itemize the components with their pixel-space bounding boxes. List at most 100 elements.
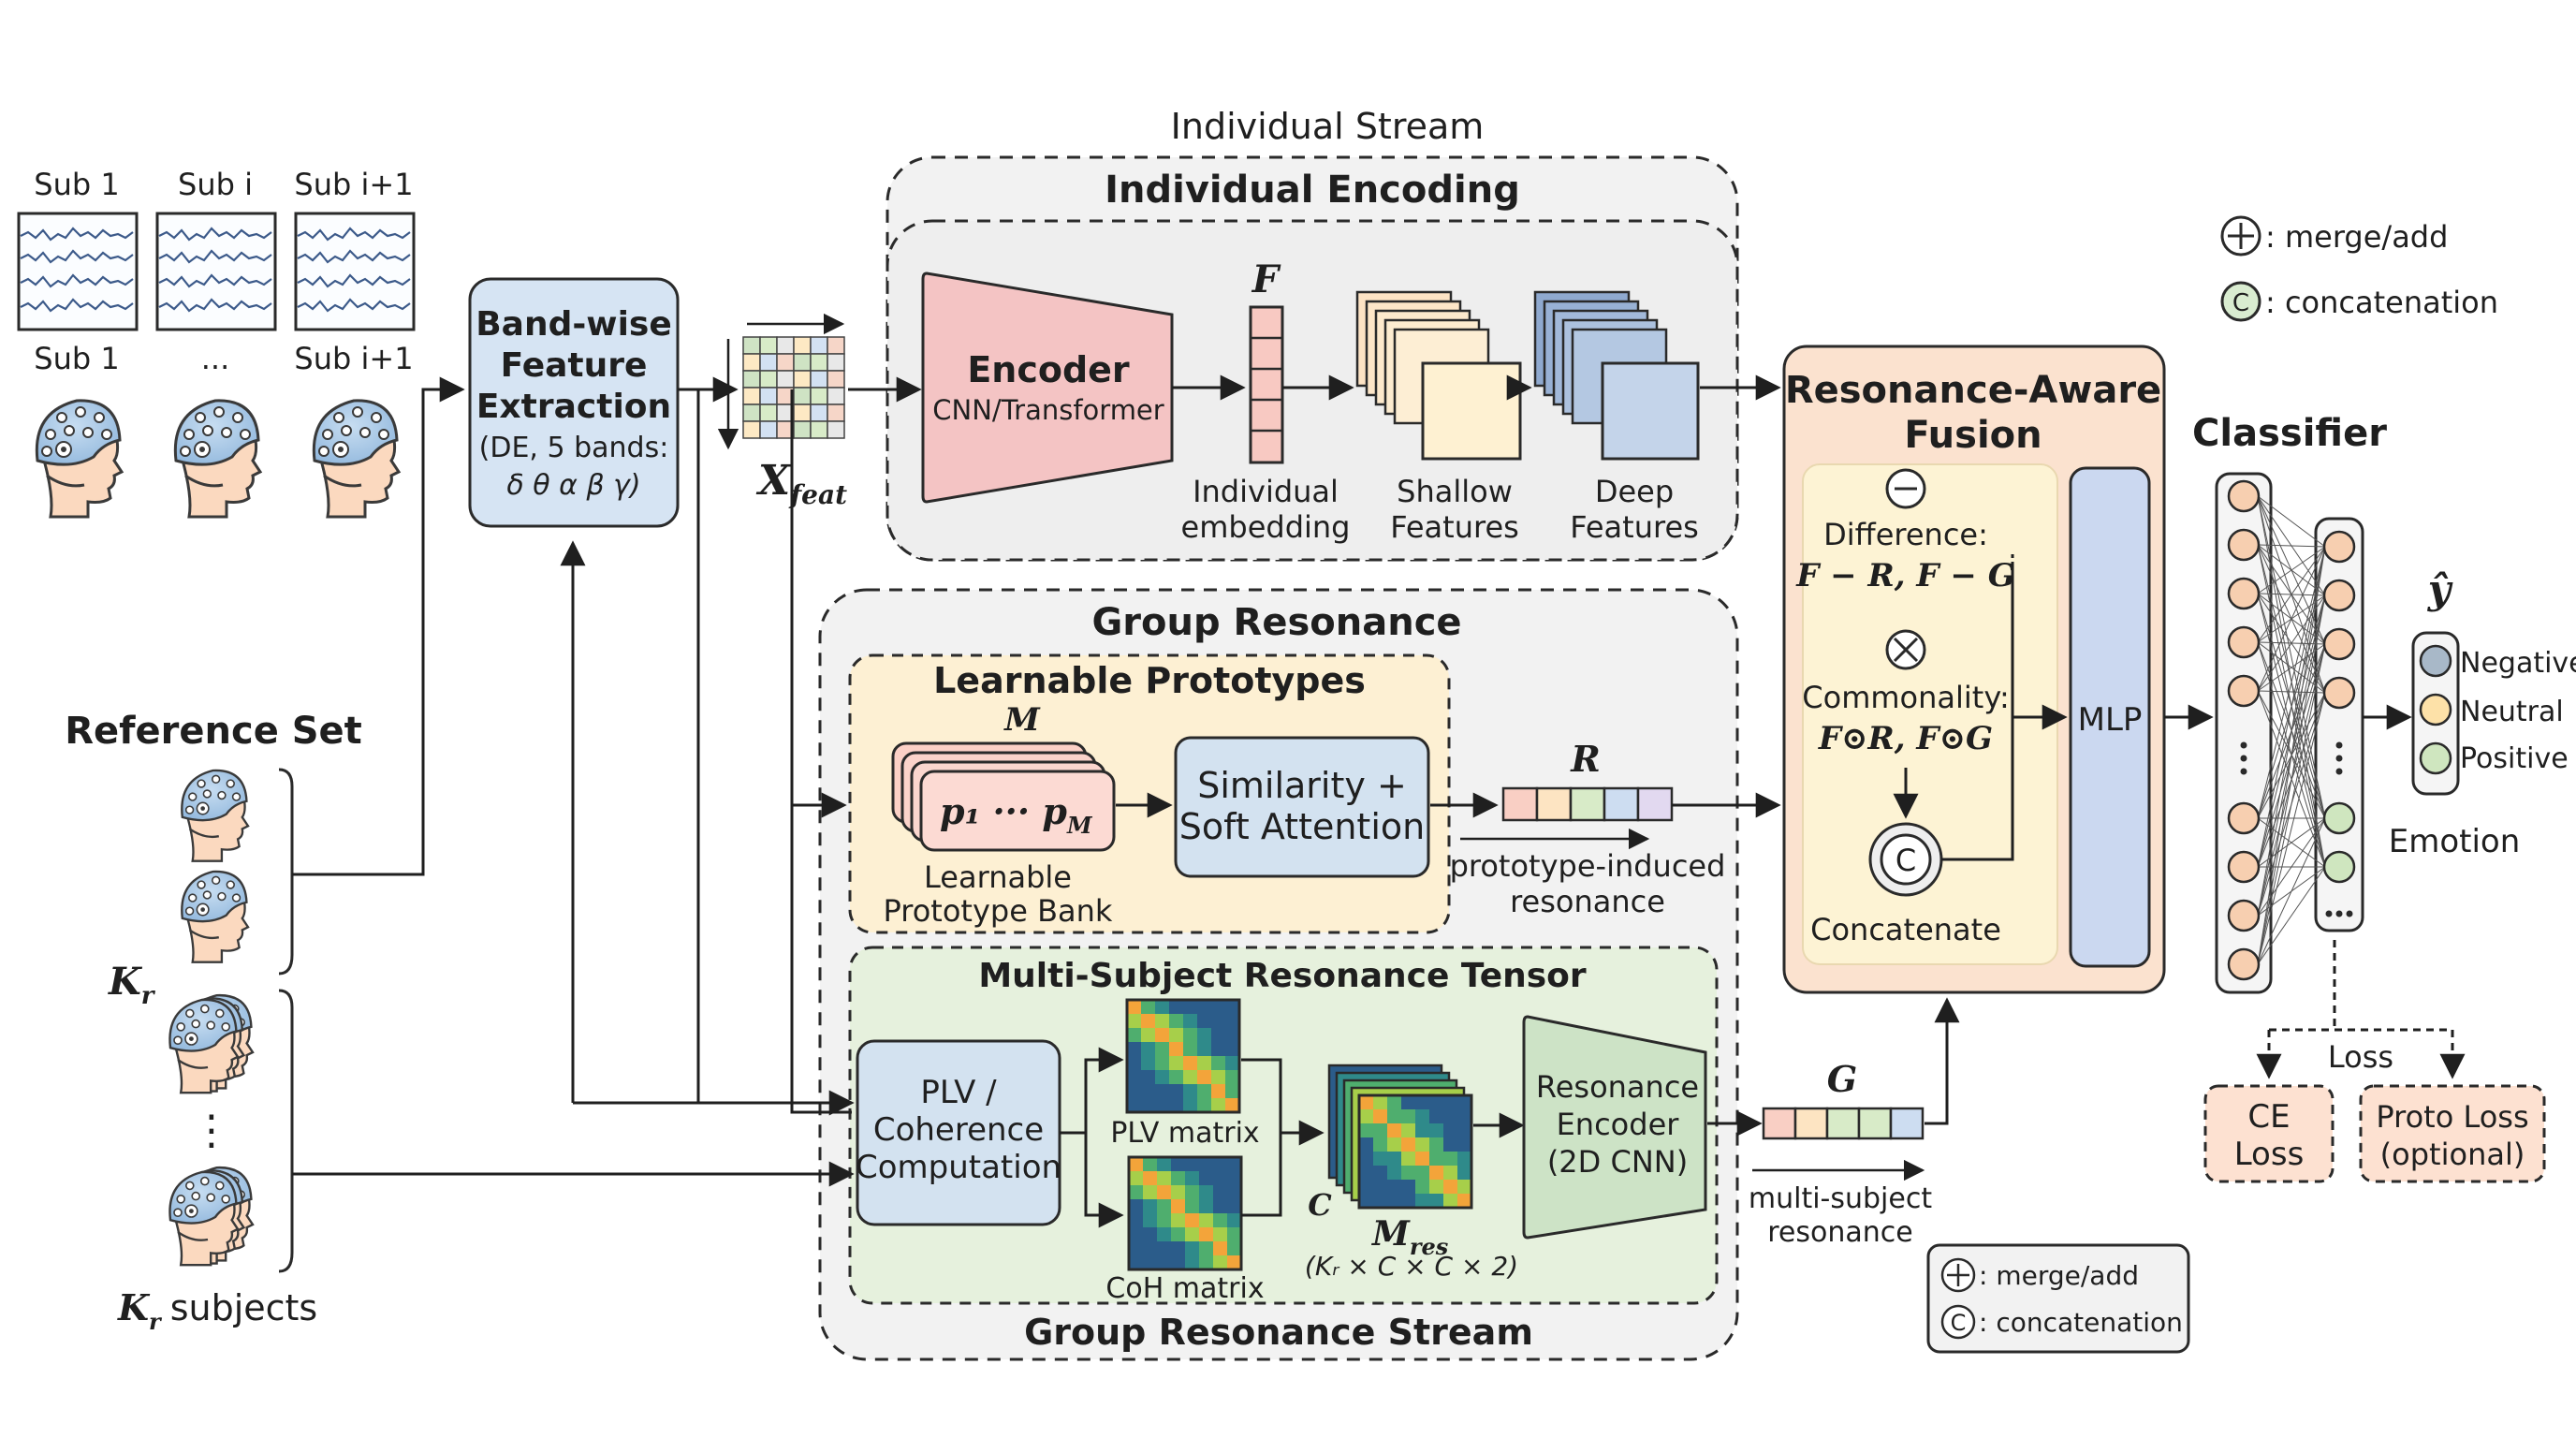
head-icon — [35, 399, 124, 519]
resonance-tensor-title: Multi-Subject Resonance Tensor — [978, 957, 1587, 995]
xfeat-label: Xfeat — [755, 457, 847, 510]
output-label: Neutral — [2460, 696, 2564, 728]
merge-add-icon — [1940, 1257, 1976, 1293]
head-label: Sub i+1 — [294, 341, 413, 376]
deep-features-stack — [1533, 290, 1700, 461]
plv-label: Computation — [856, 1149, 1061, 1186]
resonance-encoder-label: Resonance — [1536, 1069, 1699, 1105]
concatenation-icon: C — [2220, 281, 2261, 322]
eeg-signal-panel — [294, 212, 416, 331]
g-label: G — [1827, 1058, 1857, 1100]
output-node-positive — [2419, 741, 2452, 775]
group-resonance-stream-title: Group Resonance Stream — [1024, 1312, 1533, 1353]
legend-concat-text: : concatenation — [2265, 285, 2498, 320]
resonance-aware-fusion: Resonance-Aware Fusion Difference: F − R… — [1782, 345, 2166, 994]
concatenate-label: Concatenate — [1810, 912, 2001, 947]
mres-tensor — [1327, 1064, 1473, 1210]
mlp-label: MLP — [2078, 701, 2143, 739]
encoder-block — [921, 271, 1174, 504]
individual-stream: Individual Stream Individual Encoding En… — [886, 106, 1739, 562]
similarity-attention-block — [1174, 736, 1430, 878]
emotion-label: Emotion — [2389, 823, 2521, 860]
bandwise-title: Extraction — [476, 388, 671, 426]
eeg-signal-panel — [17, 212, 139, 331]
loss-label: Loss — [2328, 1039, 2393, 1075]
merge-add-icon — [2220, 215, 2261, 257]
kr-label: Kr — [108, 960, 156, 1010]
head-icon — [181, 870, 250, 963]
encoder-title: Encoder — [967, 349, 1130, 390]
output-label: Negative — [2460, 647, 2576, 680]
legend-bottom: : merge/add C : concatenation — [1926, 1243, 2190, 1354]
connectors — [292, 374, 1781, 1187]
commonality-expr: F⊙R, F⊙G — [1818, 720, 1993, 757]
shallow-features-stack — [1355, 290, 1522, 461]
plv-matrix-label: PLV matrix — [1110, 1117, 1259, 1150]
legend-merge-text: : merge/add — [2265, 219, 2448, 255]
plv-label: Coherence — [873, 1111, 1044, 1149]
bandwise-bands: δ θ α β γ) — [506, 469, 640, 502]
prototype-resonance-label: resonance — [1510, 884, 1665, 919]
deep-label: Deep — [1595, 474, 1674, 509]
proto-loss-box — [2359, 1084, 2546, 1183]
head-icon — [312, 399, 401, 519]
bracket — [278, 768, 294, 976]
commonality-label: Commonality: — [1802, 680, 2009, 715]
individual-embedding-vector — [1249, 305, 1284, 464]
bandwise-desc: (DE, 5 bands: — [479, 432, 669, 464]
ellipsis: ⋮ — [191, 1107, 232, 1154]
difference-label: Difference: — [1823, 517, 1988, 552]
resonance-encoder-label: (2D CNN) — [1547, 1144, 1688, 1180]
prototype-bank-label: Learnable — [924, 859, 1072, 895]
concatenate-icon: C — [1868, 822, 1943, 897]
eeg-signal-panel — [155, 212, 277, 331]
legend-concat-text: : concatenation — [1979, 1307, 2183, 1338]
g-vector — [1762, 1107, 1925, 1140]
encoder-subtitle: CNN/Transformer — [932, 394, 1164, 426]
similarity-label: Soft Attention — [1179, 806, 1425, 847]
fusion-title: Fusion — [1904, 414, 2042, 457]
eeg-label: Sub 1 — [34, 167, 119, 202]
f-label: F — [1251, 257, 1281, 301]
coh-matrix — [1127, 1155, 1243, 1271]
head-icon — [173, 399, 262, 519]
fusion-title: Resonance-Aware — [1785, 369, 2161, 412]
multi-resonance-label: multi-subject — [1749, 1182, 1932, 1215]
stacked-heads — [168, 993, 255, 1094]
legend-box — [1926, 1243, 2190, 1354]
prototype-vectors: p₁ ··· pM — [940, 790, 1093, 839]
eeg-label: Sub i+1 — [294, 167, 413, 202]
xfeat-matrix: Xfeat — [717, 313, 847, 510]
difference-expr: F − R, F − G — [1795, 557, 2015, 594]
svg-text:C: C — [1895, 843, 1916, 878]
bandwise-title: Feature — [501, 346, 648, 385]
subject-inputs: Sub 1 Sub i Sub i+1 Sub 1 ... Sub i+1 — [17, 167, 416, 519]
bandwise-feature-extraction: Band-wise Feature Extraction (DE, 5 band… — [468, 277, 680, 528]
individual-encoding-title: Individual Encoding — [1105, 169, 1520, 212]
eeg-label: Sub i — [178, 167, 253, 202]
plv-label: PLV / — [920, 1074, 997, 1111]
classifier-title: Classifier — [2192, 412, 2387, 455]
legend-top: : merge/add C : concatenation — [2220, 215, 2498, 322]
group-resonance-stream: Group Resonance Learnable Prototypes M p… — [818, 588, 1739, 1361]
ce-loss-box — [2203, 1084, 2334, 1183]
bracket — [278, 989, 294, 1273]
head-label: ... — [201, 341, 230, 376]
stacked-heads — [168, 1166, 255, 1267]
prototype-resonance-label: prototype-induced — [1450, 848, 1726, 884]
group-resonance-title: Group Resonance — [1091, 601, 1461, 644]
shallow-label: Shallow — [1397, 474, 1513, 509]
r-label: R — [1570, 738, 1601, 780]
classifier: Classifier ŷ Negative Neutral Positive E… — [2164, 412, 2576, 1183]
output-label: Positive — [2460, 742, 2569, 775]
output-node-neutral — [2419, 693, 2452, 726]
yhat-label: ŷ — [2427, 566, 2453, 612]
head-label: Sub 1 — [34, 341, 119, 376]
bandwise-box — [468, 277, 680, 528]
ce-loss-label: Loss — [2234, 1136, 2305, 1173]
mres-dims: (Kᵣ × C × C × 2) — [1305, 1251, 1518, 1282]
learnable-prototypes-title: Learnable Prototypes — [933, 660, 1366, 701]
